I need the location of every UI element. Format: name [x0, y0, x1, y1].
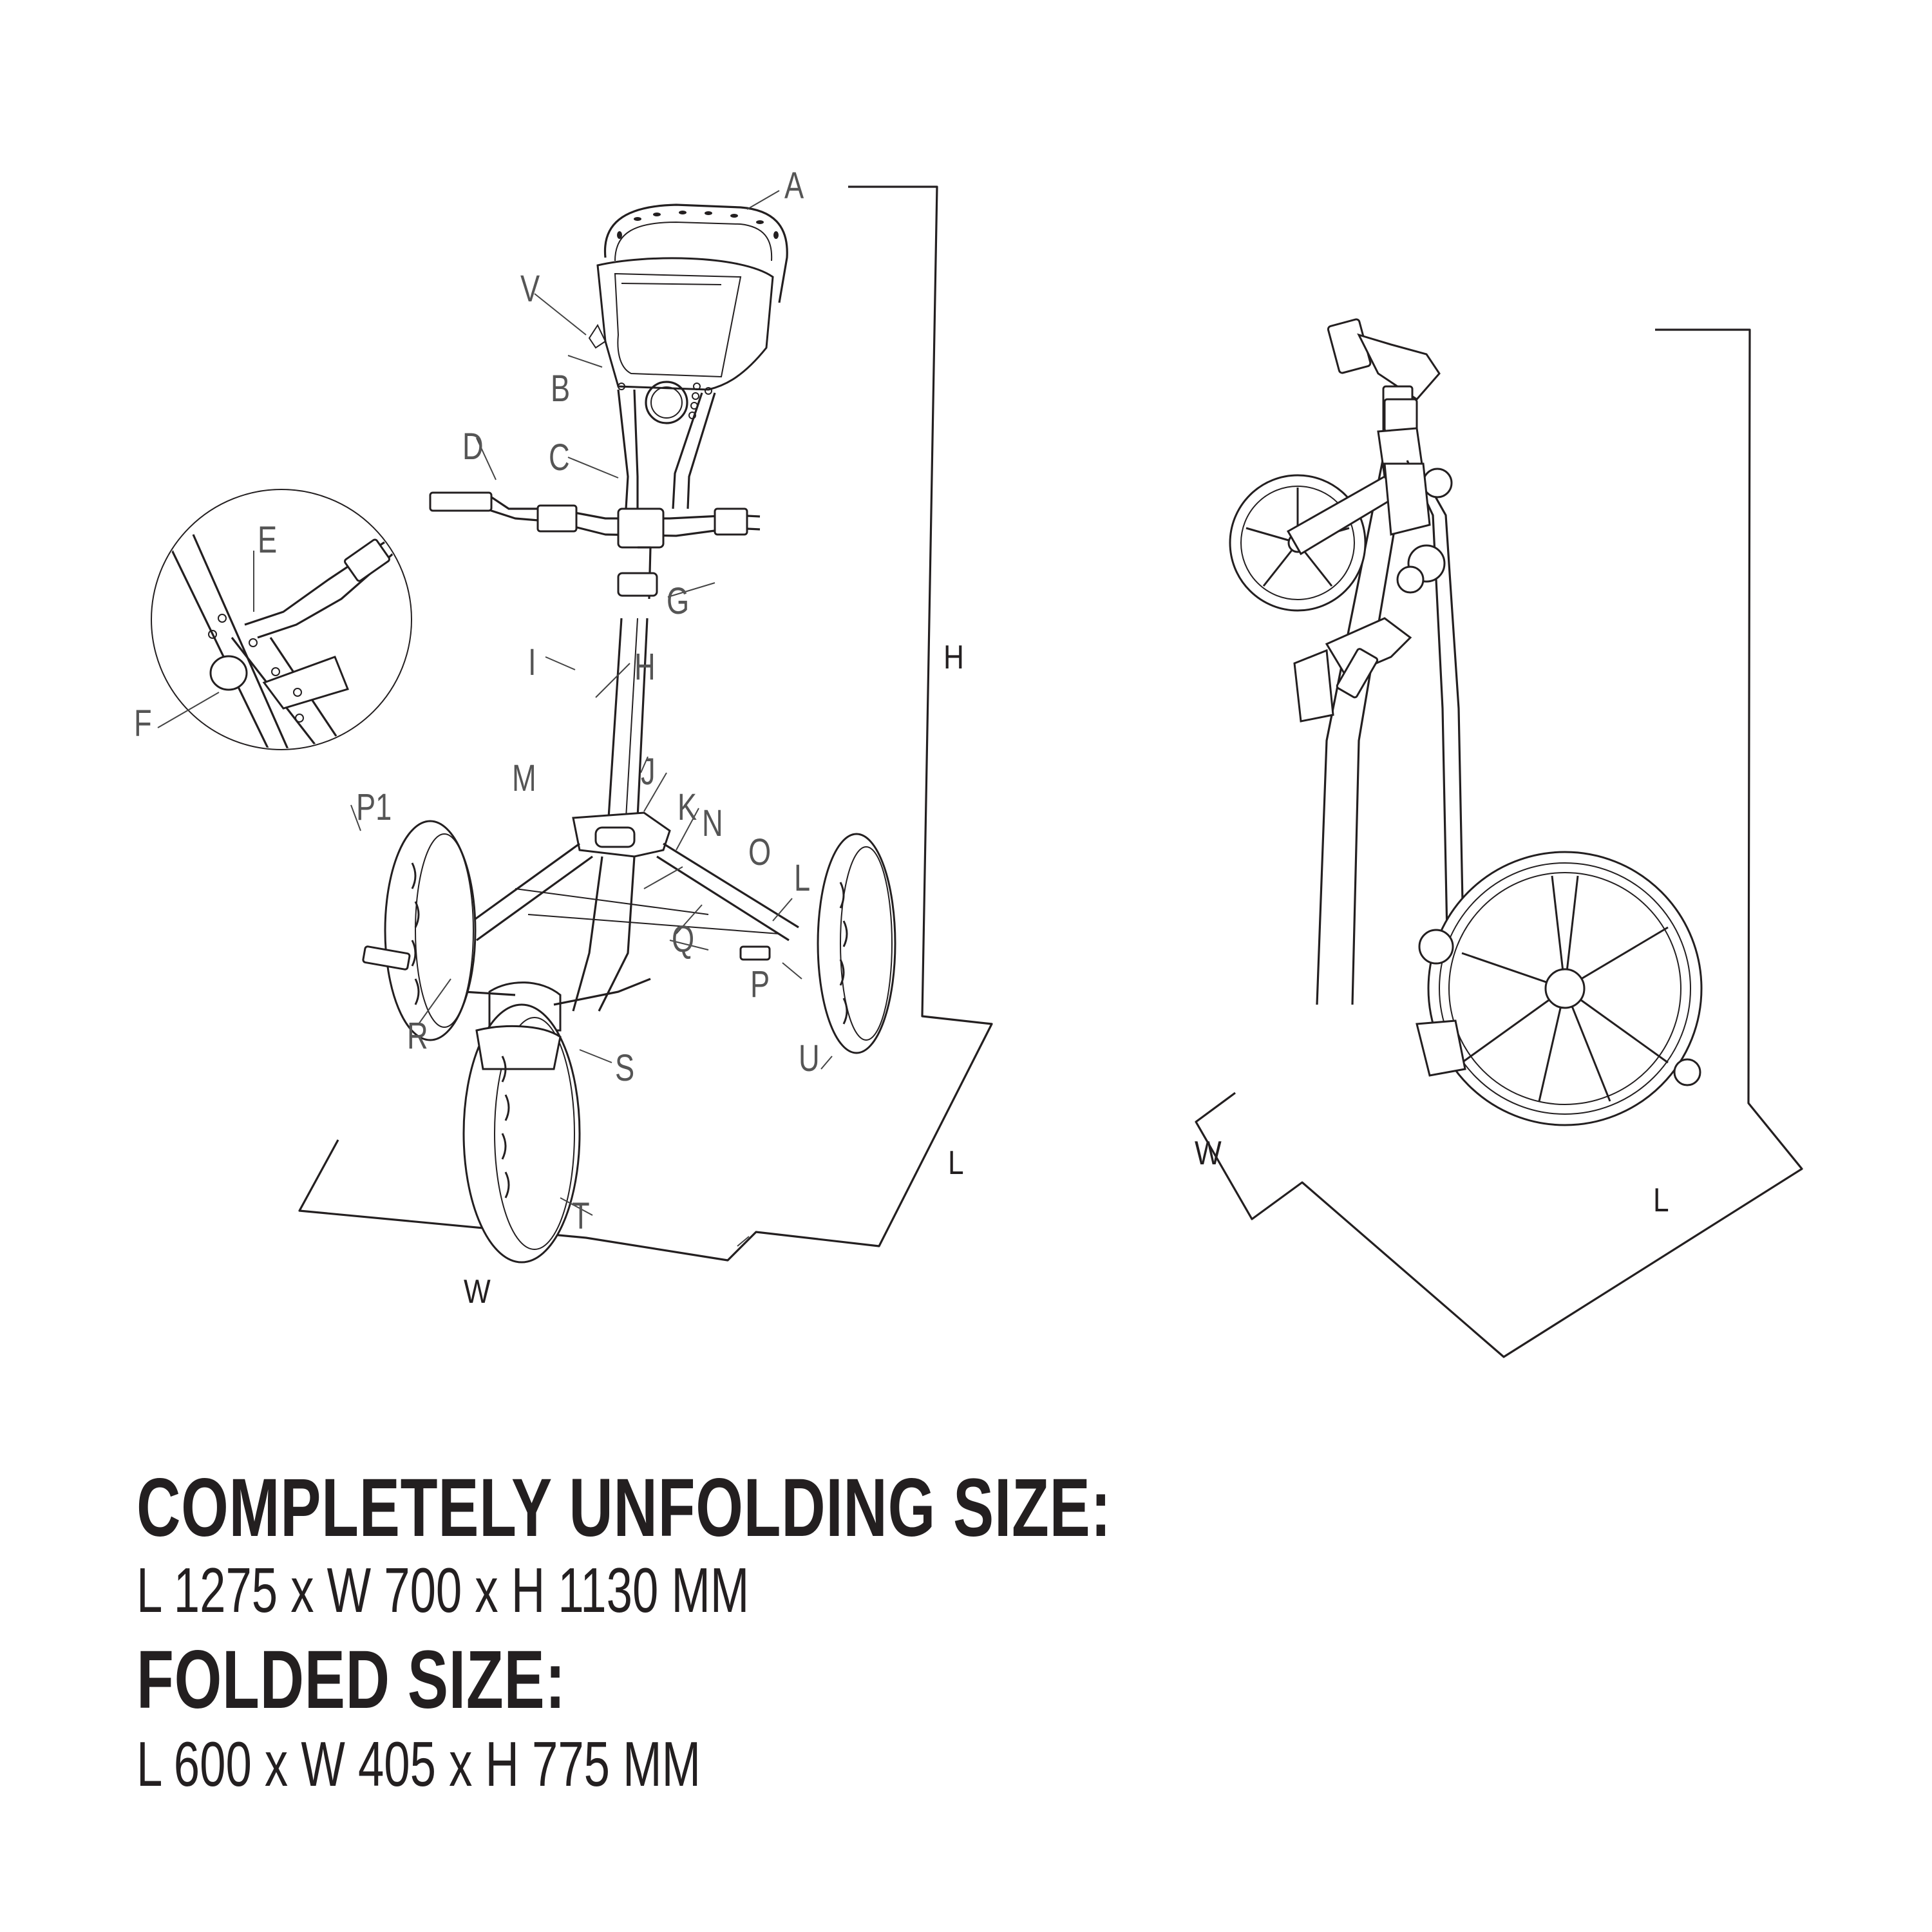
part-label-J: J — [641, 751, 656, 793]
part-label-E: E — [258, 519, 278, 561]
cup-holder — [645, 381, 688, 424]
part-label-U: U — [799, 1037, 820, 1079]
part-label-V: V — [520, 268, 540, 310]
handle-grip — [603, 204, 788, 303]
right-rear-wheel — [817, 833, 896, 1054]
detail-inset — [151, 489, 412, 750]
part-label-O: O — [748, 831, 772, 873]
unfolded-length-label: L — [948, 1144, 964, 1182]
part-label-D: D — [462, 426, 484, 468]
part-label-G: G — [667, 580, 690, 622]
unfolded-width-label: W — [464, 1273, 491, 1311]
left-rear-wheel — [384, 820, 477, 1041]
part-label-N: N — [702, 802, 723, 844]
folded-width-label: W — [1195, 1135, 1222, 1172]
unfolded-size-heading: COMPLETELY UNFOLDING SIZE: — [137, 1462, 1112, 1554]
part-label-P1: P1 — [356, 786, 392, 828]
folded-size-heading: FOLDED SIZE: — [137, 1634, 566, 1726]
part-label-F: F — [134, 703, 152, 744]
part-label-Q: Q — [672, 918, 695, 960]
leader-lines — [157, 190, 833, 1247]
folded-dimension-frame — [1195, 328, 1803, 1358]
folded-length-label: L — [1653, 1182, 1669, 1219]
part-label-A: A — [784, 165, 804, 207]
part-label-C: C — [549, 437, 570, 478]
unfolded-size-value: L 1275 x W 700 x H 1130 MM — [137, 1555, 750, 1625]
part-label-S: S — [615, 1047, 635, 1089]
unfolded-dimension-frame — [298, 185, 993, 1262]
part-label-M: M — [512, 757, 536, 799]
left-bag-strap — [429, 491, 493, 512]
folded-cart — [1229, 318, 1703, 1126]
folded-size-value: L 600 x W 405 x H 775 MM — [137, 1728, 701, 1799]
release-lever-F — [209, 655, 248, 691]
parking-brake — [739, 945, 771, 961]
part-label-P: P — [750, 963, 770, 1005]
upper-bag-bracket — [617, 507, 665, 549]
part-label-T: T — [572, 1195, 590, 1237]
scorecard-console — [596, 257, 774, 391]
part-label-R: R — [407, 1015, 428, 1057]
part-label-L: L — [794, 857, 811, 899]
unfolded-height-label: H — [943, 639, 964, 676]
part-label-I: I — [528, 641, 536, 683]
part-label-K: K — [677, 786, 697, 828]
unfolded-cart — [362, 204, 896, 1264]
part-label-H: H — [634, 646, 656, 688]
part-label-B: B — [551, 368, 571, 410]
